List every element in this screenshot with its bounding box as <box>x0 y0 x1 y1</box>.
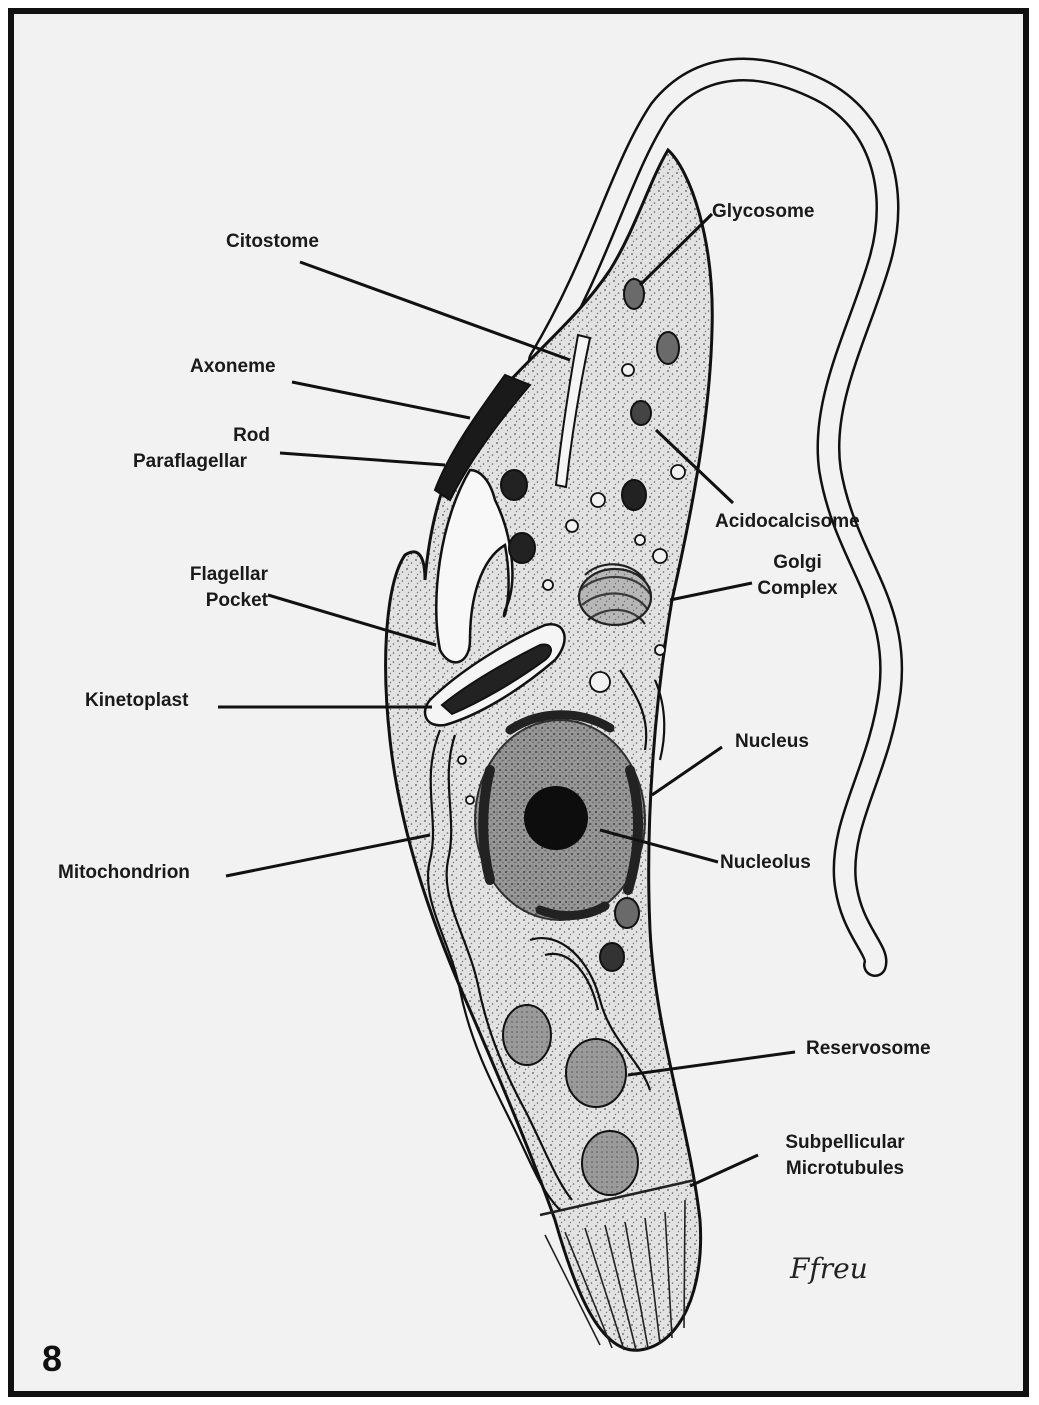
label-golgi: Golgi <box>750 551 845 575</box>
label-reservosome: Reservosome <box>806 1037 931 1061</box>
label-flagellar: Flagellar <box>150 563 268 587</box>
label-nucleolus: Nucleolus <box>720 851 811 875</box>
label-rod: Rod <box>170 424 270 448</box>
label-microtubules: Microtubules <box>770 1157 920 1181</box>
label-acidocalcisome: Acidocalcisome <box>715 510 860 534</box>
artist-signature: Ffreu <box>790 1252 868 1285</box>
label-kinetoplast: Kinetoplast <box>85 689 188 713</box>
label-glycosome: Glycosome <box>712 200 814 224</box>
label-axoneme: Axoneme <box>190 355 276 379</box>
label-nucleus: Nucleus <box>735 730 809 754</box>
figure-number: 8 <box>42 1338 62 1380</box>
label-mitochondrion: Mitochondrion <box>58 861 190 885</box>
label-subpellicular: Subpellicular <box>770 1131 920 1155</box>
label-citostome: Citostome <box>226 230 319 254</box>
label-paraflagellar: Paraflagellar <box>133 450 247 474</box>
nucleolus <box>524 786 588 850</box>
label-pocket: Pocket <box>150 589 268 613</box>
label-golgi-complex: Complex <box>750 577 845 601</box>
